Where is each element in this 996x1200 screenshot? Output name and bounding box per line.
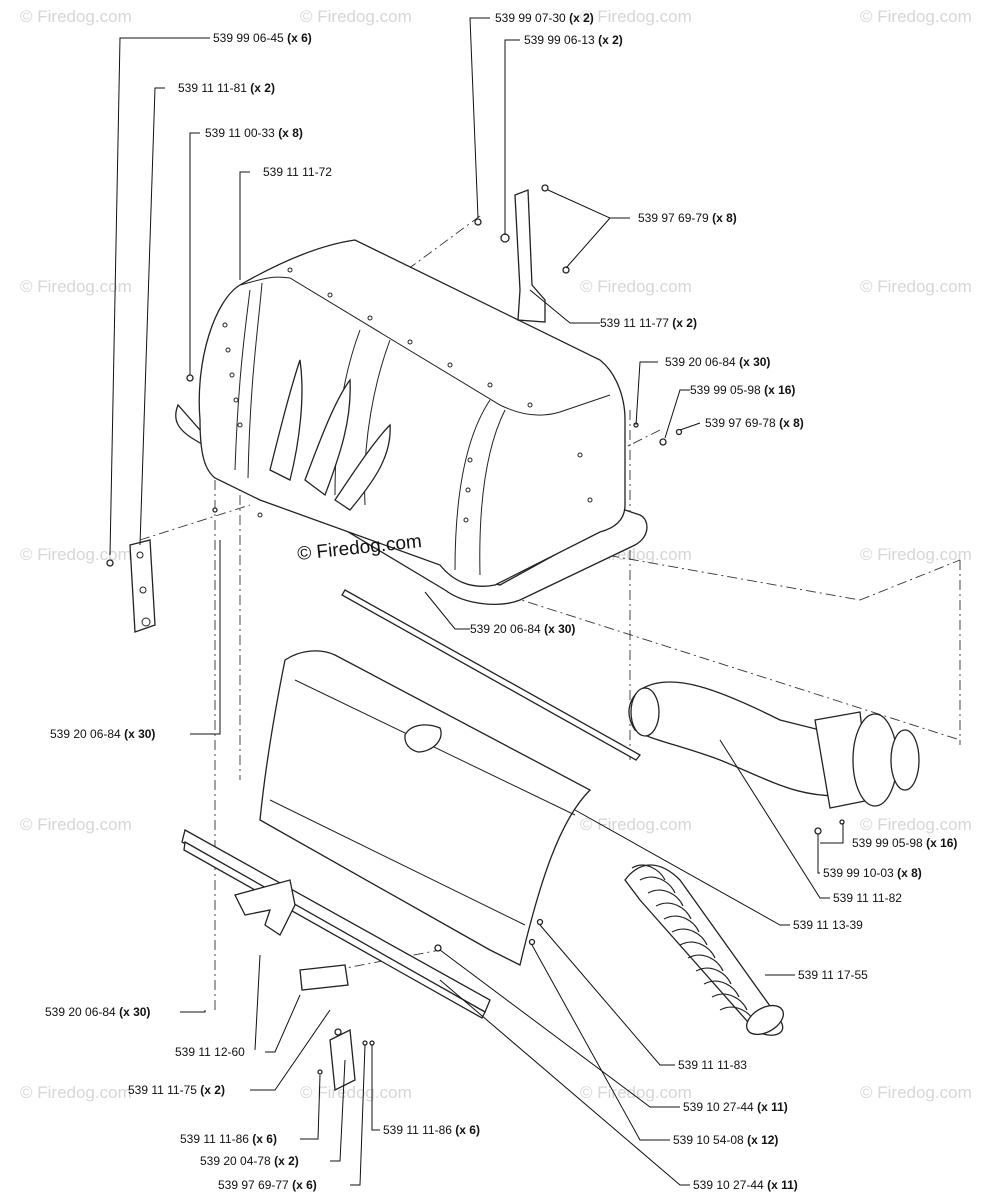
leader-lines — [109, 17, 844, 1186]
watermark: © Firedog.com — [860, 545, 972, 564]
callout-c20: 539 11 12-60 — [175, 1045, 245, 1059]
callout-c11: 539 97 69-78 (x 8) — [705, 416, 804, 430]
callout-c7: 539 97 69-79 (x 8) — [638, 211, 737, 225]
seal-strip — [341, 589, 641, 761]
callout-c24: 539 11 11-86 (x 6) — [180, 1132, 277, 1146]
callout-c8: 539 11 11-77 (x 2) — [600, 316, 697, 330]
watermark: © Firedog.com — [20, 1083, 132, 1102]
callout-c19: 539 20 06-84 (x 30) — [45, 1005, 150, 1019]
callout-c22: 539 11 11-83 — [678, 1058, 747, 1072]
bottom-rail — [181, 829, 544, 1092]
watermark: © Firedog.com — [300, 1083, 412, 1102]
callout-c2: 539 11 11-81 (x 2) — [178, 81, 275, 95]
hopper-panel — [259, 650, 592, 966]
callout-c4: 539 11 11-72 — [263, 165, 332, 179]
callout-c6: 539 99 06-13 (x 2) — [524, 33, 623, 47]
watermark: © Firedog.com — [580, 7, 692, 26]
upper-right-bracket — [474, 184, 570, 323]
watermark: © Firedog.com — [20, 815, 132, 834]
callout-c21: 539 11 11-75 (x 2) — [128, 1083, 225, 1097]
callout-c12: 539 20 06-84 (x 30) — [470, 622, 575, 636]
callout-c28: 539 97 69-77 (x 6) — [218, 1178, 317, 1192]
callout-c26: 539 10 54-08 (x 12) — [673, 1133, 778, 1147]
callout-c27: 539 20 04-78 (x 2) — [200, 1154, 299, 1168]
watermark: © Firedog.com — [580, 815, 692, 834]
hood-cover — [175, 239, 648, 605]
callout-c18: 539 11 17-55 — [798, 968, 868, 982]
callout-labels: 539 99 06-45 (x 6) 539 11 11-81 (x 2) 53… — [45, 11, 957, 1192]
watermark: © Firedog.com — [580, 1083, 692, 1102]
callout-c17: 539 11 13-39 — [793, 918, 863, 932]
blower-pipe — [628, 681, 920, 835]
left-bracket — [106, 539, 156, 633]
watermark: © Firedog.com — [860, 815, 972, 834]
callout-c9: 539 20 06-84 (x 30) — [665, 355, 770, 369]
watermark: © Firedog.com — [300, 7, 412, 26]
watermark: © Firedog.com — [860, 277, 972, 296]
watermark: © Firedog.com — [20, 7, 132, 26]
flexible-hose — [624, 864, 784, 1036]
watermark: © Firedog.com — [580, 277, 692, 296]
callout-c29: 539 10 27-44 (x 11) — [693, 1178, 798, 1192]
callout-c25: 539 11 11-86 (x 6) — [383, 1123, 480, 1137]
hood-hardware — [186, 374, 683, 513]
callout-c15: 539 99 10-03 (x 8) — [823, 866, 922, 880]
callout-c1: 539 99 06-45 (x 6) — [213, 31, 312, 45]
hood-rivets — [222, 267, 593, 523]
watermark-layer: © Firedog.com © Firedog.com © Firedog.co… — [20, 7, 972, 1102]
callout-c3: 539 11 00-33 (x 8) — [205, 126, 303, 140]
watermark: © Firedog.com — [20, 545, 132, 564]
callout-c16: 539 11 11-82 — [833, 891, 902, 905]
watermark: © Firedog.com — [860, 7, 972, 26]
assembly-lines — [139, 215, 961, 1010]
callout-c5: 539 99 07-30 (x 2) — [495, 11, 594, 25]
callout-c14: 539 99 05-98 (x 16) — [852, 836, 957, 850]
callout-c10: 539 99 05-98 (x 16) — [690, 383, 795, 397]
watermark: © Firedog.com — [20, 277, 132, 296]
watermark: © Firedog.com — [860, 1083, 972, 1102]
bolt-icon — [106, 559, 114, 567]
callout-c13: 539 20 06-84 (x 30) — [50, 727, 155, 741]
callout-c23: 539 10 27-44 (x 11) — [683, 1100, 788, 1114]
